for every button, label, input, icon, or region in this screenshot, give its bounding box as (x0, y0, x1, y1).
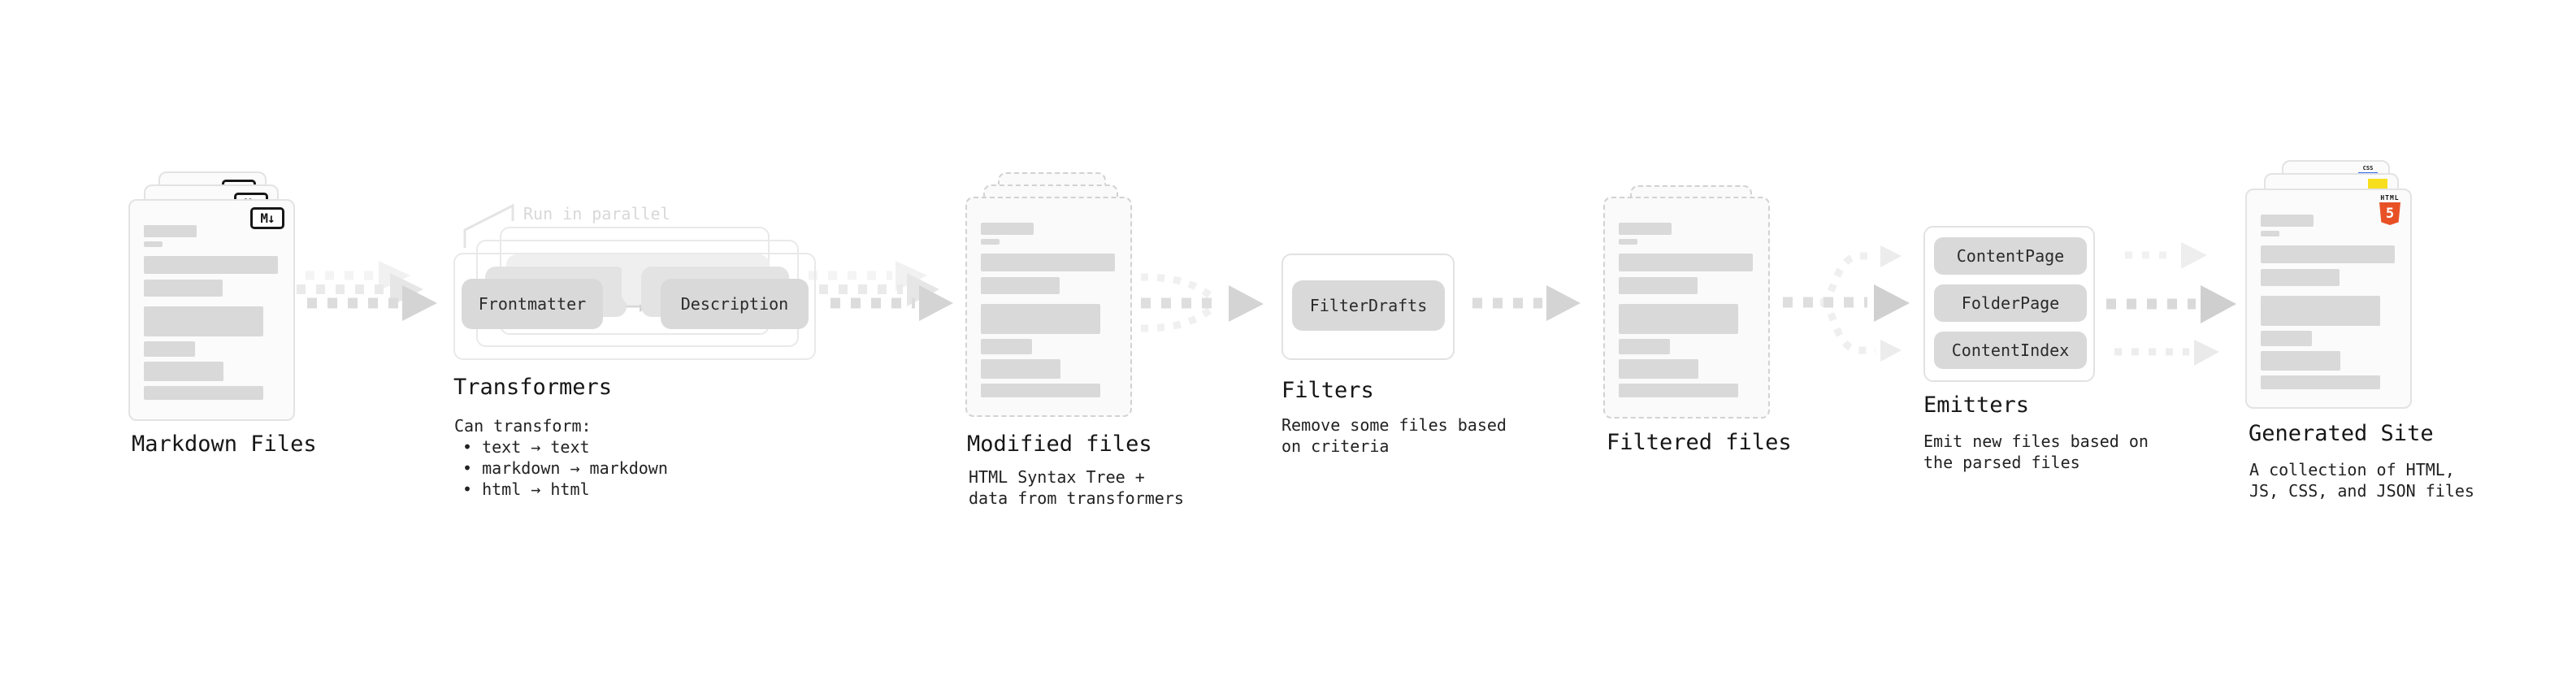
generated-file-card-html: HTML 5 (2245, 189, 2412, 409)
skeleton-text-bar (1619, 277, 1698, 294)
description-pill: Description (661, 279, 809, 329)
skeleton-text-bar (1619, 339, 1670, 354)
filtered-files-label: Filtered files (1607, 430, 1792, 455)
filters-desc-line: on criteria (1281, 436, 1390, 456)
transformers-description: Can transform: • text → text • markdown … (454, 415, 668, 500)
emitters-desc-line: the parsed files (1923, 453, 2080, 472)
arrow-modified-to-filters-fanin (1140, 273, 1264, 332)
skeleton-text-bar (981, 254, 1115, 271)
skeleton-text-bar (981, 339, 1032, 354)
css-icon-label: CSS (2362, 165, 2374, 171)
transformers-desc-bullet: • markdown → markdown (462, 458, 668, 478)
skeleton-text-bar (1619, 223, 1672, 235)
skeleton-text-bar (144, 280, 223, 297)
filters-title: Filters (1281, 378, 1374, 403)
skeleton-text-bar (981, 359, 1060, 379)
filterdrafts-pill: FilterDrafts (1292, 280, 1445, 331)
arrow-filtered-to-emitters-fanout (1783, 245, 1910, 362)
generated-site-description: A collection of HTML, JS, CSS, and JSON … (2249, 459, 2474, 501)
skeleton-text-bar (2261, 375, 2380, 389)
run-in-parallel-note: Run in parallel (523, 204, 670, 223)
skeleton-text-bar (2261, 296, 2380, 326)
transformers-desc-line: Can transform: (454, 416, 592, 436)
frontmatter-pill: Frontmatter (462, 279, 603, 329)
transformers-desc-bullet: • html → html (462, 479, 590, 499)
skeleton-text-bar (2261, 269, 2340, 286)
generated-desc-line: A collection of HTML, (2249, 460, 2455, 479)
transformers-title: Transformers (453, 375, 613, 400)
markdown-icon: M↓ (250, 207, 284, 229)
modified-files-description: HTML Syntax Tree + data from transformer… (969, 466, 1184, 509)
skeleton-text-bar (144, 256, 278, 274)
skeleton-text-bar (1619, 359, 1698, 379)
transformers-desc-bullet: • text → text (462, 437, 590, 457)
javascript-icon (2368, 179, 2387, 190)
skeleton-text-bar (981, 223, 1034, 235)
modified-files-label: Modified files (967, 432, 1152, 457)
html5-icon-shield: 5 (2379, 202, 2400, 225)
modified-desc-line: HTML Syntax Tree + (969, 467, 1145, 487)
contentpage-pill: ContentPage (1934, 237, 2087, 275)
skeleton-text-bar (2261, 245, 2395, 263)
skeleton-text-bar (981, 239, 1000, 245)
filters-description: Remove some files based on criteria (1281, 414, 1507, 457)
skeleton-text-bar (2261, 215, 2314, 227)
skeleton-text-bar (981, 384, 1100, 397)
arrow-filters-to-filtered (1472, 285, 1581, 321)
filters-desc-line: Remove some files based (1281, 415, 1507, 435)
transformer-frame-front (453, 253, 816, 360)
skeleton-text-bar (144, 362, 223, 381)
skeleton-text-bar (981, 277, 1060, 294)
emitters-desc-line: Emit new files based on (1923, 432, 2149, 451)
markdown-files-label: Markdown Files (132, 432, 317, 457)
modified-desc-line: data from transformers (969, 488, 1184, 508)
skeleton-text-bar (144, 341, 195, 357)
arrow-markdown-to-transformers (286, 261, 437, 321)
generated-site-label: Generated Site (2249, 421, 2434, 446)
skeleton-text-bar (1619, 254, 1753, 271)
emitters-description: Emit new files based on the parsed files (1923, 431, 2149, 473)
skeleton-text-bar (1619, 384, 1738, 397)
skeleton-text-bar (1619, 304, 1738, 334)
skeleton-text-bar (144, 306, 263, 336)
contentindex-pill: ContentIndex (1934, 332, 2087, 369)
skeleton-text-bar (144, 225, 197, 237)
skeleton-text-bar (2261, 351, 2340, 371)
filtered-file-card-front (1603, 197, 1770, 419)
html5-icon-label: HTML (2380, 194, 2400, 202)
arrow-emitters-to-generated (2106, 242, 2236, 366)
skeleton-text-bar (2261, 231, 2279, 236)
skeleton-text-bar (2261, 331, 2312, 346)
skeleton-text-bar (1619, 239, 1637, 245)
folderpage-pill: FolderPage (1934, 284, 2087, 322)
emitters-title: Emitters (1923, 393, 2030, 418)
html5-icon: HTML 5 (2376, 194, 2404, 225)
run-in-parallel-callout-line (463, 203, 514, 248)
skeleton-text-bar (144, 386, 263, 400)
skeleton-text-bar (981, 304, 1100, 334)
modified-file-card-front (965, 197, 1132, 417)
arrow-transformers-to-modified (809, 261, 953, 321)
generated-desc-line: JS, CSS, and JSON files (2249, 481, 2474, 501)
markdown-file-card-front: M↓ (128, 199, 295, 421)
skeleton-text-bar (144, 241, 163, 247)
